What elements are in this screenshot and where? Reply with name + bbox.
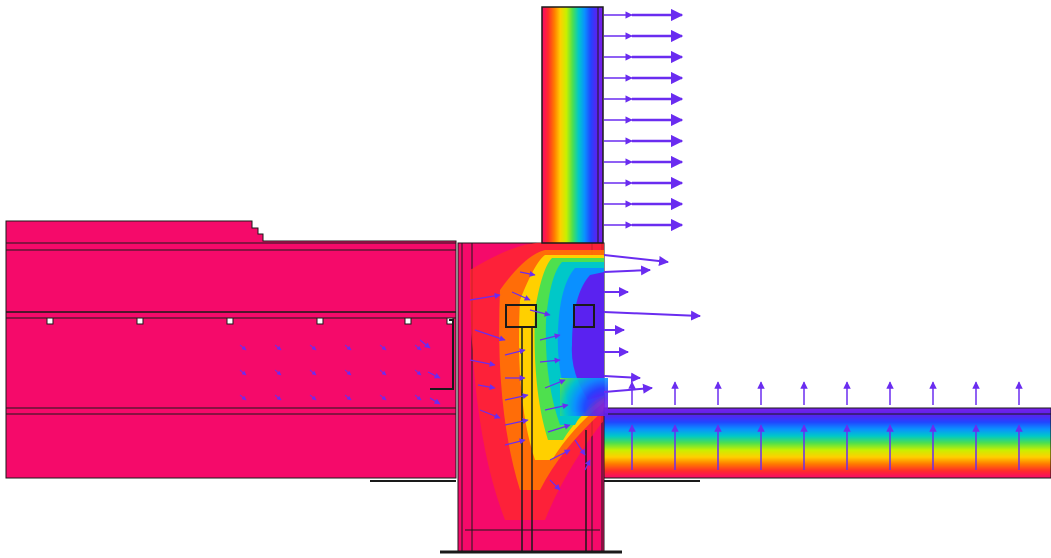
internal-heat-arrow: [574, 439, 586, 456]
slab-heat-arrow: [414, 369, 422, 376]
slab-marker: [136, 317, 144, 325]
internal-heat-arrow: [469, 292, 501, 301]
junction-heat-arrow: [603, 372, 641, 383]
slab-heat-arrow: [239, 394, 247, 401]
slab-heat-arrow: [274, 394, 282, 401]
slab-heat-arrow: [344, 344, 352, 351]
wall-insulation: [541, 6, 604, 244]
slab-marker: [226, 317, 234, 325]
internal-heat-arrow: [519, 270, 536, 277]
slab-heat-arrow: [414, 344, 422, 351]
slab-marker: [46, 317, 54, 325]
internal-heat-arrow: [427, 371, 441, 379]
internal-heat-arrow: [504, 393, 529, 401]
slab-heat-arrow: [274, 369, 282, 376]
internal-heat-arrow: [544, 403, 569, 411]
slab-heat-arrow: [309, 369, 317, 376]
internal-heat-arrow: [539, 357, 561, 364]
junction-heat-arrow: [603, 383, 653, 394]
floor-insulation: [560, 378, 1051, 482]
slab-heat-arrow: [414, 394, 422, 401]
slab-heat-arrow: [379, 369, 387, 376]
internal-heat-arrow: [544, 379, 566, 389]
internal-heat-arrow: [529, 309, 551, 317]
internal-heat-arrow: [584, 459, 591, 471]
slab-marker: [316, 317, 324, 325]
floor-slab-left: [5, 220, 457, 482]
slab-marker: [404, 317, 412, 325]
junction-heat-arrow: [603, 254, 669, 266]
slab-heat-arrow: [379, 394, 387, 401]
internal-heat-arrow: [419, 339, 431, 349]
junction-heat-arrow: [603, 265, 651, 276]
slab-heat-arrow: [379, 344, 387, 351]
slab-heat-arrow: [239, 344, 247, 351]
internal-heat-arrow: [511, 291, 531, 301]
internal-heat-arrow: [504, 348, 526, 356]
internal-heat-arrow: [477, 384, 496, 391]
internal-heat-arrow: [429, 397, 441, 405]
slab-heat-arrow: [239, 369, 247, 376]
junction-heat-arrow: [603, 310, 701, 321]
slab-heat-arrow: [309, 344, 317, 351]
internal-heat-arrow: [479, 409, 501, 419]
slab-heat-arrow: [344, 369, 352, 376]
internal-heat-arrow: [547, 423, 571, 433]
internal-heat-arrow: [549, 479, 561, 491]
internal-heat-arrow: [549, 449, 571, 461]
internal-heat-arrow: [504, 418, 529, 426]
heat-flux-arrows: [239, 8, 1023, 491]
slab-heat-arrow: [309, 394, 317, 401]
internal-heat-arrow: [504, 438, 526, 446]
slab-heat-arrow: [274, 344, 282, 351]
slab-heat-arrow: [344, 394, 352, 401]
internal-heat-arrow: [474, 329, 506, 342]
rebar-hook: [430, 319, 454, 390]
internal-heat-arrow: [539, 333, 561, 341]
internal-heat-arrow: [469, 359, 496, 367]
